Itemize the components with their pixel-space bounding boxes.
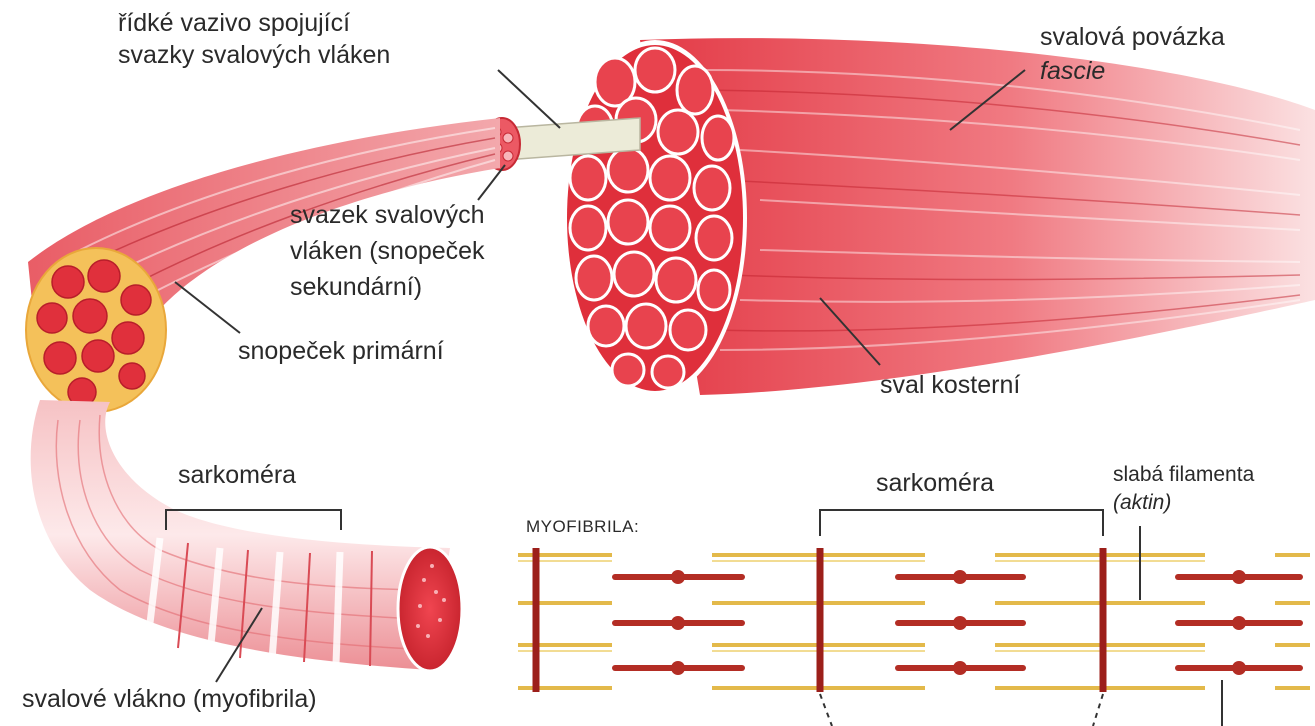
loose-tissue-label-line2: svazky svalových vláken xyxy=(118,40,390,70)
secondary-bundle-label-line2: vláken (snopeček xyxy=(290,236,485,266)
myofibril-sarcomere-label: sarkoméra xyxy=(876,468,994,498)
fiber-sarcomere-label: sarkoméra xyxy=(178,460,296,490)
muscle-fiber-end xyxy=(398,547,462,671)
myofibril-title: MYOFIBRILA: xyxy=(526,512,639,542)
secondary-bundle-label-line3: sekundární) xyxy=(290,272,422,302)
m-line-nodes xyxy=(671,570,1246,675)
thin-filaments-label-line1: slabá filamenta xyxy=(1113,462,1254,488)
skeletal-muscle xyxy=(563,38,1315,396)
myofibril-schematic xyxy=(518,510,1310,726)
muscle-fiber xyxy=(31,400,462,671)
skeletal-muscle-label: sval kosterní xyxy=(880,370,1020,400)
primary-bundle-label: snopeček primární xyxy=(238,336,444,366)
fascia-label-line1: svalová povázka xyxy=(1040,22,1225,52)
muscle-fiber-label: svalové vlákno (myofibrila) xyxy=(22,684,317,714)
fascia-label-line2: fascie xyxy=(1040,56,1105,86)
loose-tissue-label-line1: řídké vazivo spojující xyxy=(118,8,350,38)
thin-filaments-label-line2: (aktin) xyxy=(1113,490,1171,516)
secondary-bundle-label-line1: svazek svalových xyxy=(290,200,485,230)
myofibril-sarcomere-bracket xyxy=(820,510,1103,536)
